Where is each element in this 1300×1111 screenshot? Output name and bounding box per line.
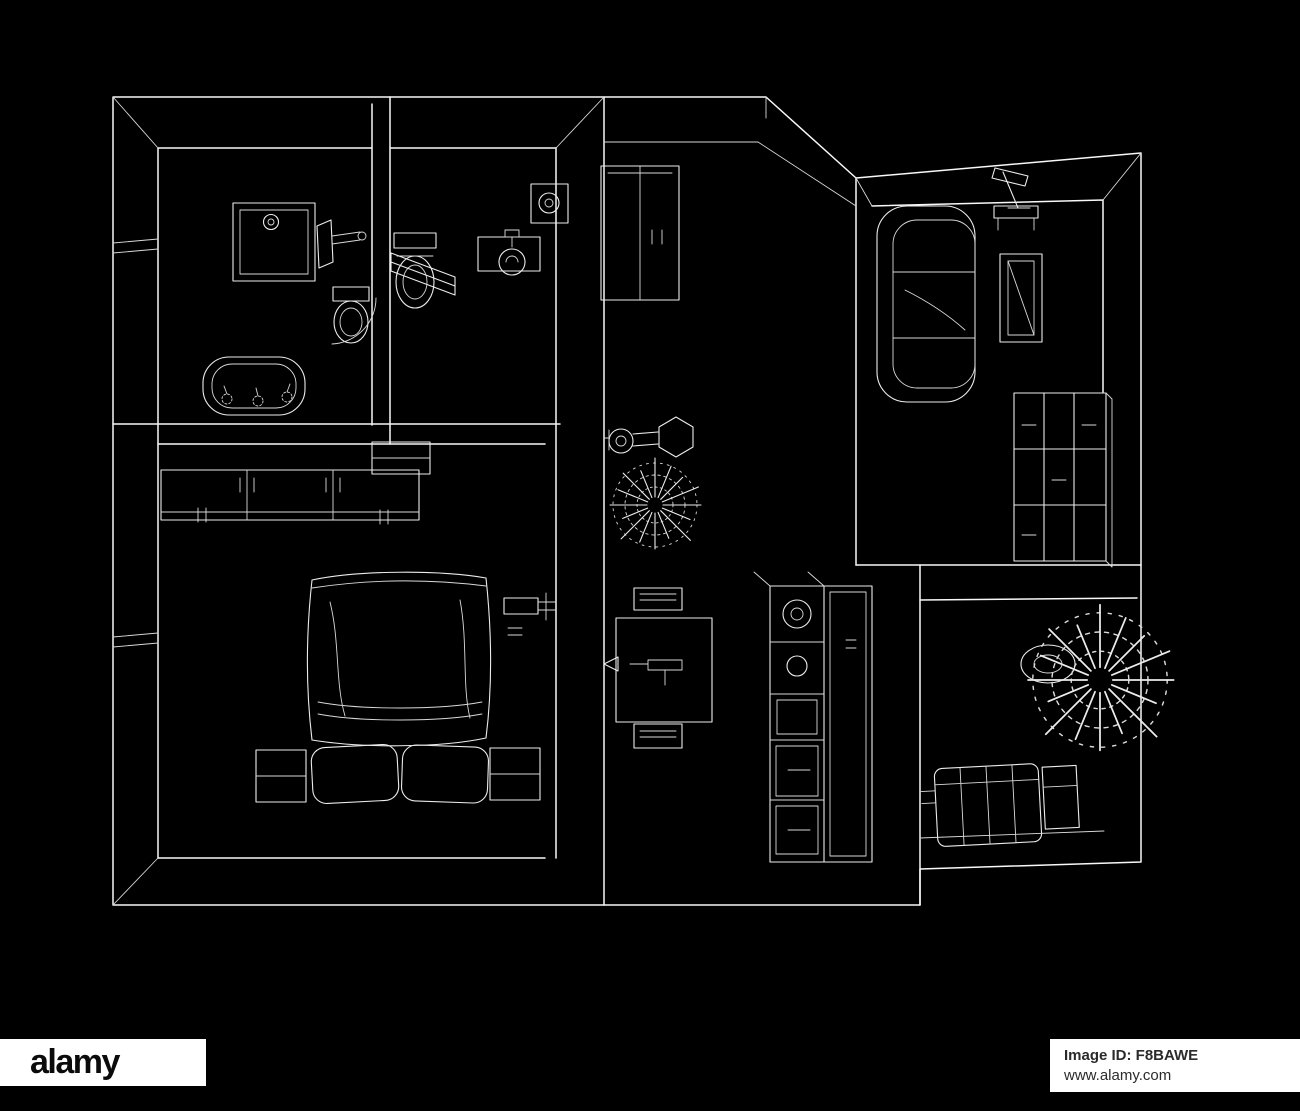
bathroom-toilet [331, 286, 377, 345]
flower-pot [1020, 644, 1076, 684]
bathroom-vanity [202, 356, 306, 416]
alamy-logo-badge: alamy [0, 1039, 206, 1086]
alamy-url-text: www.alamy.com [1064, 1067, 1172, 1085]
side-table [993, 205, 1039, 231]
bedside-wall-shelf [503, 592, 557, 621]
hall-cabinet [600, 165, 680, 301]
coat-rack [603, 416, 694, 458]
tv-unit [999, 253, 1043, 343]
bathroom-sink [477, 229, 541, 276]
image-info-badge: Image ID: F8BAWE www.alamy.com [1050, 1039, 1300, 1092]
bench [920, 763, 1080, 847]
bed [255, 571, 541, 805]
image-id-text: Image ID: F8BAWE [1064, 1047, 1199, 1064]
alamy-logo: alamy [30, 1043, 120, 1081]
sofa [876, 205, 976, 403]
wall-shelf [390, 252, 456, 296]
bathroom-shower [232, 202, 367, 282]
washing-machine [530, 183, 569, 224]
walls [112, 96, 1142, 906]
toilet [393, 232, 437, 309]
kitchen-unit [753, 571, 873, 863]
wardrobe [160, 441, 431, 521]
bookshelf [1013, 392, 1113, 568]
floor-lamp [991, 167, 1031, 209]
console-table [603, 587, 713, 749]
